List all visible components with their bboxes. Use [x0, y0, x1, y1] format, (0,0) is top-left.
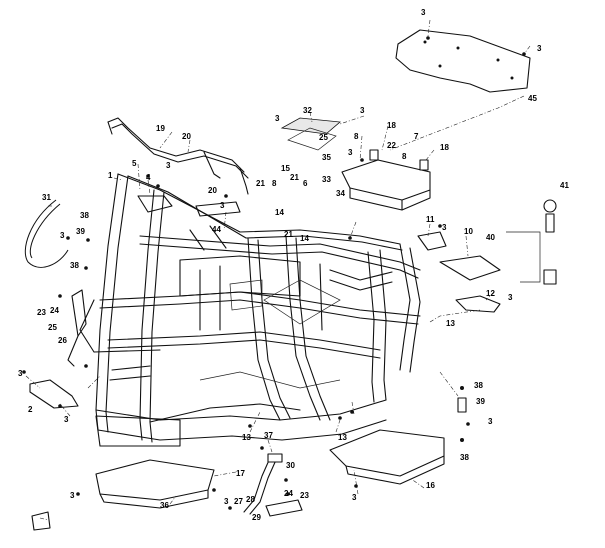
callout-5: 5 [132, 159, 137, 168]
callout-18: 18 [440, 143, 449, 152]
callout-22: 22 [387, 141, 396, 150]
callout-3: 3 [64, 415, 69, 424]
corner-clip [31, 511, 51, 531]
callout-19: 19 [156, 124, 165, 133]
callout-20: 20 [182, 132, 191, 141]
callout-33: 33 [322, 175, 331, 184]
callout-38: 38 [460, 453, 469, 462]
callout-25: 25 [48, 323, 57, 332]
callout-3: 3 [166, 161, 171, 170]
handle-bar [107, 117, 249, 195]
callout-32: 32 [303, 106, 312, 115]
right-bracket [417, 231, 501, 313]
right-fasteners [457, 386, 467, 442]
callout-11: 11 [426, 215, 435, 224]
callout-21: 21 [256, 179, 265, 188]
callout-24: 24 [284, 489, 293, 498]
callout-3: 3 [220, 201, 225, 210]
seat-bracket-assembly [341, 149, 431, 211]
callout-10: 10 [464, 227, 473, 236]
callout-21: 21 [290, 173, 299, 182]
callout-3: 3 [224, 497, 229, 506]
callout-25: 25 [319, 133, 328, 142]
callout-21: 21 [284, 230, 293, 239]
shift-knob [506, 199, 557, 285]
callout-29: 29 [252, 513, 261, 522]
callout-12: 12 [486, 289, 495, 298]
callout-28: 28 [246, 495, 255, 504]
callout-8: 8 [402, 152, 407, 161]
small-plate [280, 117, 341, 151]
cross-plate [195, 201, 241, 217]
callout-3: 3 [18, 369, 23, 378]
skid-plate-right [329, 429, 445, 485]
callout-35: 35 [322, 153, 331, 162]
callout-labels: 3 3 45 3 32 3 18 18 19 20 25 8 7 22 8 3 … [18, 8, 569, 522]
callout-17: 17 [236, 469, 245, 478]
bracket-plate [29, 379, 79, 409]
callout-36: 36 [160, 501, 169, 510]
callout-13: 13 [446, 319, 455, 328]
callout-38: 38 [70, 261, 79, 270]
callout-38: 38 [474, 381, 483, 390]
callout-13: 13 [242, 433, 251, 442]
callout-3: 3 [442, 223, 447, 232]
callout-14: 14 [300, 234, 309, 243]
callout-41: 41 [560, 181, 569, 190]
callout-38: 38 [80, 211, 89, 220]
callout-3: 3 [70, 491, 75, 500]
callout-39: 39 [76, 227, 85, 236]
callout-3: 3 [60, 231, 65, 240]
callout-16: 16 [426, 481, 435, 490]
callout-31: 31 [42, 193, 51, 202]
callout-3: 3 [537, 44, 542, 53]
floor-plate [395, 29, 531, 93]
small-bracket [137, 195, 173, 213]
callout-6: 6 [303, 179, 308, 188]
callout-3: 3 [360, 106, 365, 115]
callout-45: 45 [528, 94, 537, 103]
bolts [22, 36, 526, 510]
callout-30: 30 [286, 461, 295, 470]
callout-4: 4 [146, 173, 151, 182]
skid-plate-left [95, 459, 215, 509]
callout-3: 3 [275, 114, 280, 123]
main-frame [79, 173, 421, 447]
leader-lines [25, 19, 531, 521]
callout-2: 2 [28, 405, 33, 414]
callout-44: 44 [212, 225, 221, 234]
callout-3: 3 [352, 493, 357, 502]
callout-7: 7 [414, 132, 419, 141]
callout-3: 3 [348, 148, 353, 157]
callout-3: 3 [421, 8, 426, 17]
callout-23: 23 [37, 308, 46, 317]
callout-40: 40 [486, 233, 495, 242]
callout-34: 34 [336, 189, 345, 198]
callout-18: 18 [387, 121, 396, 130]
callout-27: 27 [234, 497, 243, 506]
callout-13: 13 [338, 433, 347, 442]
callout-3: 3 [488, 417, 493, 426]
throttle-cable [24, 199, 69, 268]
pedal-bracket [67, 289, 87, 367]
brake-pedal [243, 453, 303, 517]
callout-20: 20 [208, 186, 217, 195]
callout-15: 15 [281, 164, 290, 173]
callout-39: 39 [476, 397, 485, 406]
callout-26: 26 [58, 336, 67, 345]
callout-14: 14 [275, 208, 284, 217]
callout-8: 8 [354, 132, 359, 141]
callout-1: 1 [108, 171, 113, 180]
callout-3: 3 [508, 293, 513, 302]
callout-24: 24 [50, 306, 59, 315]
callout-8: 8 [272, 179, 277, 188]
callout-23: 23 [300, 491, 309, 500]
callout-37: 37 [264, 431, 273, 440]
